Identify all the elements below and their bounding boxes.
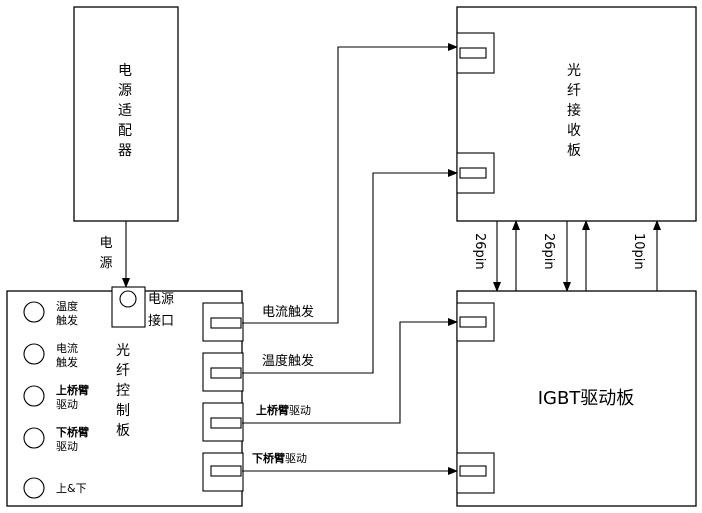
vertical-char: 制 (116, 403, 132, 419)
power-port-label: 电源 接口 (148, 292, 178, 329)
wire-current-trigger (242, 43, 458, 324)
fiber-controller-label: 光纤控制板 (116, 343, 132, 439)
indicator-label: 温度触发 (56, 299, 78, 327)
vertical-char: 收 (567, 123, 583, 139)
bus-label-1: 26pin (472, 233, 487, 270)
connector-current-trigger (202, 302, 244, 342)
indicator-led: 电流触发 (23, 341, 78, 369)
indicator-label: 下桥臂驱动 (56, 425, 89, 453)
connector-temp-trigger (202, 352, 244, 392)
wire-upper-drive (242, 318, 458, 424)
power-port: 电源 接口 (111, 286, 178, 329)
igbt-driver-label: IGBT驱动板 (538, 388, 635, 409)
label-lower-drive: 下桥臂驱动 (252, 451, 307, 465)
connector-lower-drive (202, 452, 244, 492)
fiber-receiver-block: 光纤接收板 (456, 6, 697, 222)
led-circle (23, 385, 45, 407)
indicator-led: 上&下 (23, 477, 87, 499)
vertical-char: 板 (567, 143, 583, 159)
bus-label-3: 10pin (631, 233, 646, 270)
vertical-char: 电 (118, 63, 134, 79)
indicator-led: 温度触发 (23, 299, 78, 327)
power-adapter-label: 电源适配器 (118, 63, 134, 159)
receiver-connector-1 (456, 32, 495, 74)
vertical-char: 板 (116, 423, 132, 439)
indicator-led: 下桥臂驱动 (23, 425, 89, 453)
label-upper-drive: 上桥臂驱动 (256, 403, 311, 417)
power-line-label: 电源 (99, 236, 112, 271)
indicator-label: 上桥臂驱动 (56, 383, 89, 411)
indicator-label: 上&下 (56, 482, 87, 495)
vertical-char: 纤 (567, 83, 583, 99)
led-circle (23, 477, 45, 499)
igbt-driver-block: IGBT驱动板 (456, 290, 697, 507)
vertical-char: 控 (116, 383, 132, 399)
wire-temp-trigger (242, 169, 458, 374)
label-current-trigger: 电流触发 (262, 304, 314, 320)
controller-connectors (202, 302, 244, 492)
vertical-char: 纤 (116, 363, 132, 379)
led-circle (23, 343, 45, 365)
vertical-char: 光 (116, 343, 132, 359)
vertical-char: 光 (567, 63, 583, 79)
vertical-char: 源 (99, 256, 112, 271)
label-temp-trigger: 温度触发 (262, 353, 314, 369)
vertical-char: 器 (118, 143, 134, 159)
fiber-receiver-label: 光纤接收板 (567, 63, 583, 159)
led-circle (23, 427, 45, 449)
power-adapter-block: 电源适配器 (73, 6, 179, 222)
connector-upper-drive (202, 402, 244, 442)
receiver-connector-2 (456, 152, 495, 194)
indicator-led: 上桥臂驱动 (23, 383, 89, 411)
bus-group: 26pin 26pin 10pin (472, 220, 661, 292)
vertical-char: 电 (99, 236, 112, 251)
vertical-char: 源 (118, 83, 134, 99)
vertical-char: 接 (567, 102, 583, 119)
igbt-connector-2 (456, 452, 495, 494)
vertical-char: 适 (118, 103, 134, 119)
igbt-connector-1 (456, 302, 495, 342)
indicator-label: 电流触发 (56, 341, 78, 369)
vertical-char: 配 (118, 123, 134, 139)
led-circle (23, 301, 45, 323)
bus-label-2: 26pin (541, 233, 556, 270)
